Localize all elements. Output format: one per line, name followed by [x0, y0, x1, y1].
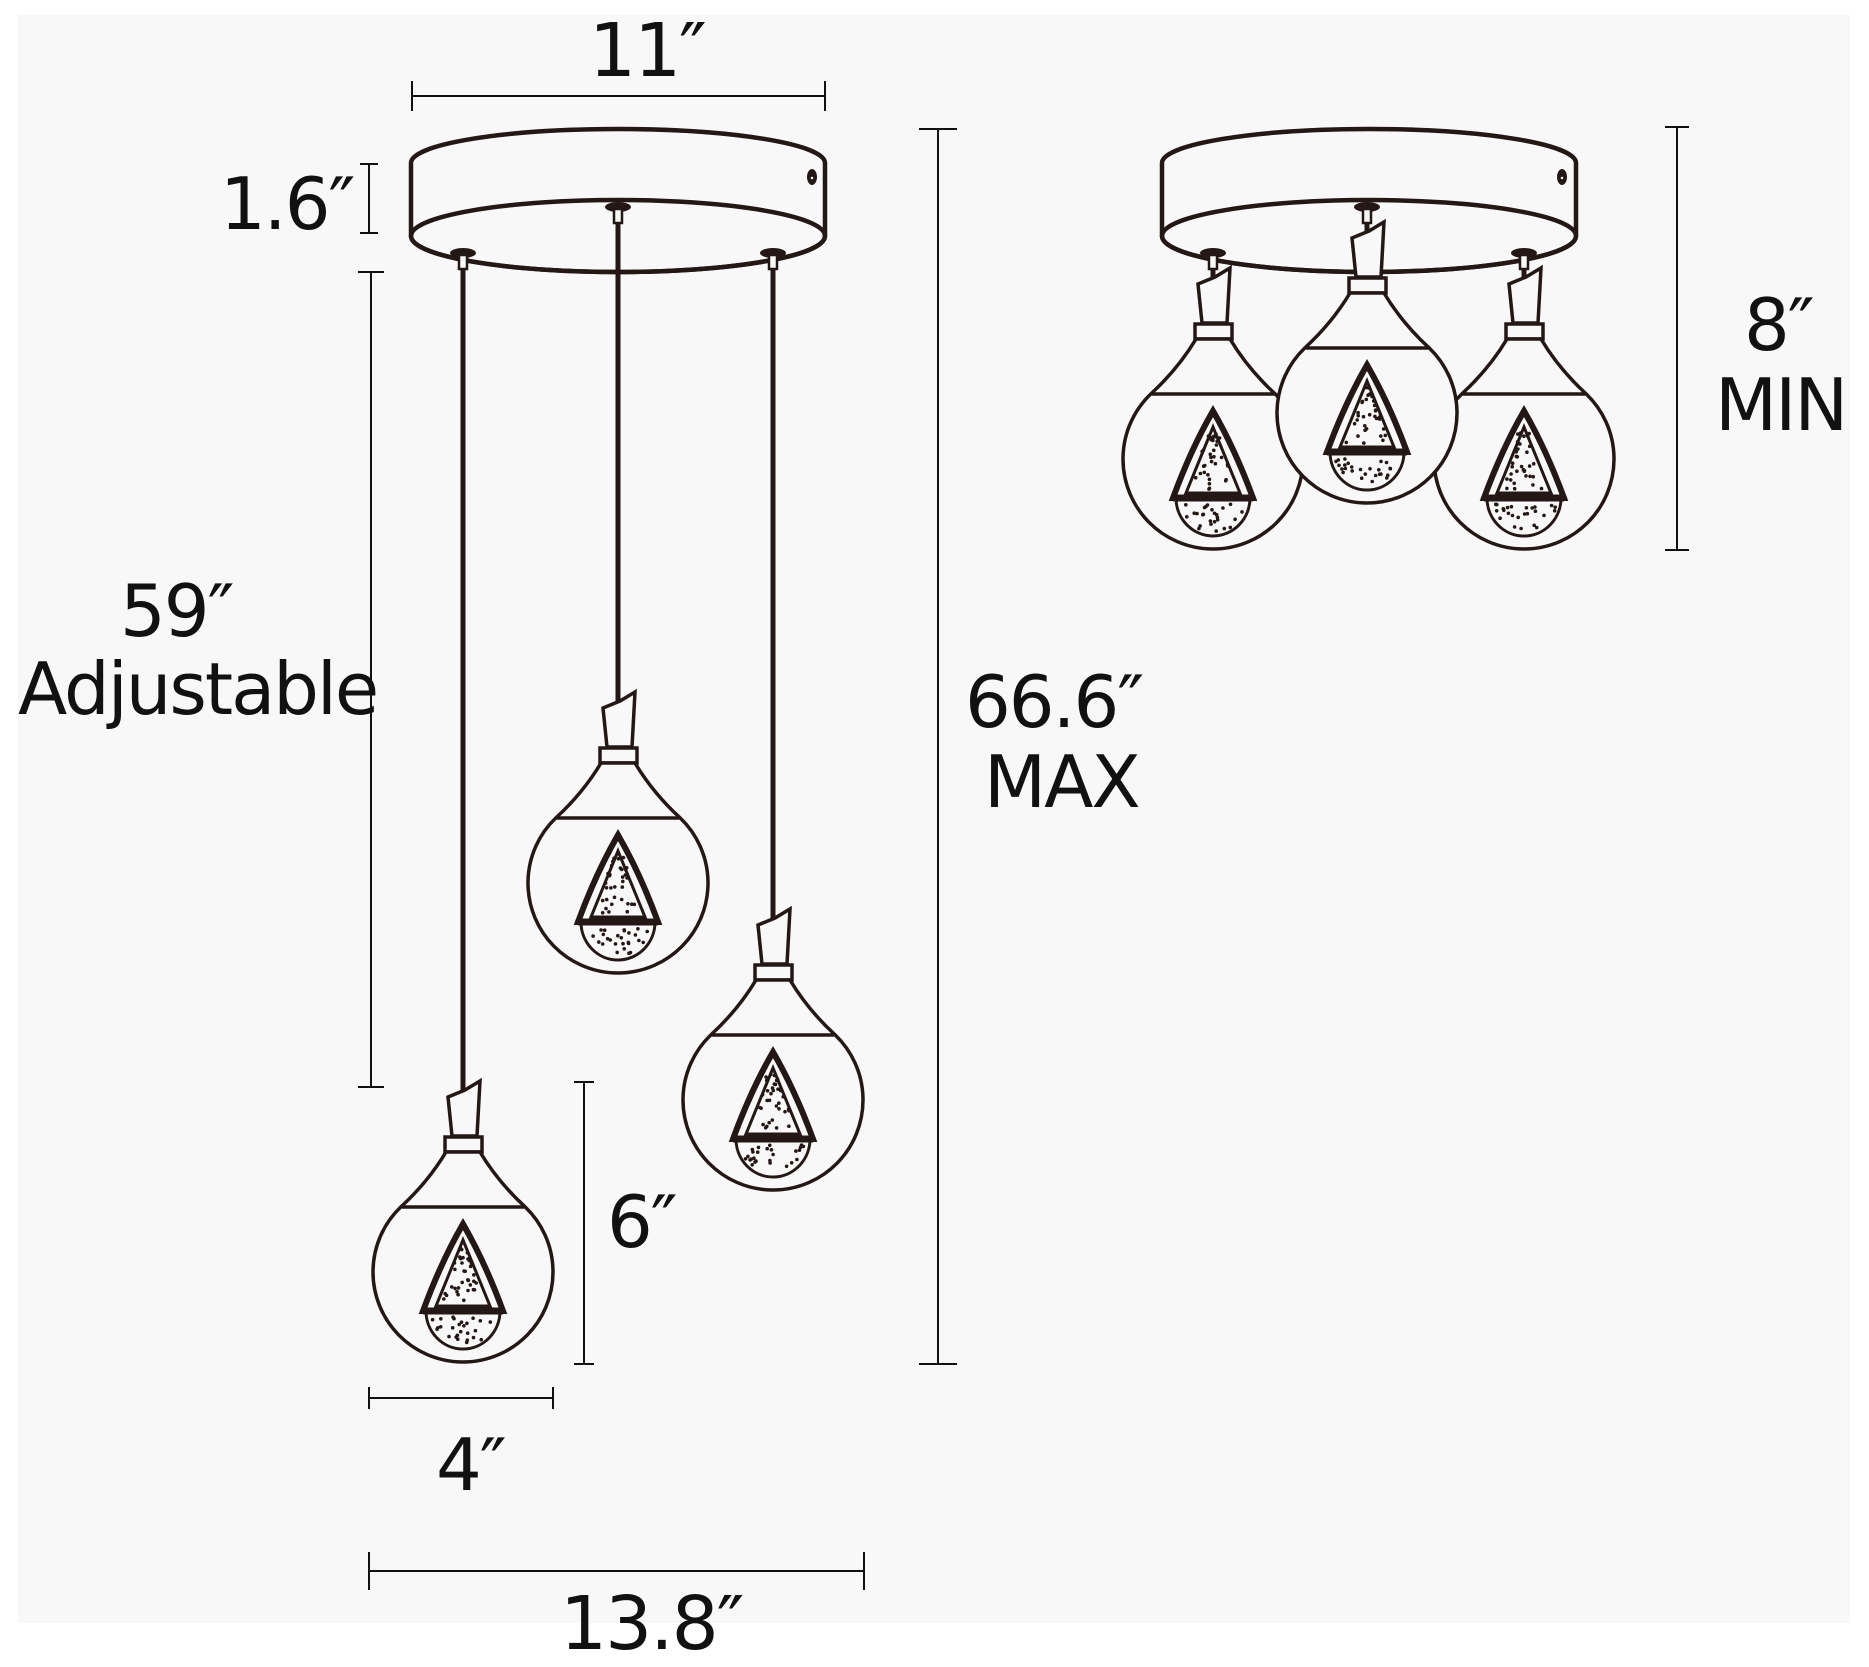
- pendant-connector: [756, 905, 792, 966]
- pendant-width-label: 4″: [436, 1423, 507, 1507]
- cord-length-dimension: [358, 271, 384, 1088]
- pendant-connector: [446, 1077, 482, 1138]
- pendant-height-dimension: [574, 1081, 594, 1365]
- cord-mount: [1354, 202, 1380, 225]
- canopy-screw-dot: [1560, 176, 1564, 180]
- extended-fixture-view: [371, 126, 865, 1364]
- cord-length-note: Adjustable: [18, 647, 379, 731]
- cord-mount: [605, 202, 631, 225]
- pendant-connector: [1507, 264, 1543, 325]
- mount-grip: [457, 253, 469, 271]
- cord-mount: [450, 248, 476, 271]
- mount-grip: [1518, 253, 1530, 271]
- crystal-inner-triangle: [743, 1064, 803, 1136]
- mount-grip: [767, 253, 779, 271]
- pendant-collar: [598, 746, 639, 765]
- crystal-inner-triangle: [1494, 423, 1554, 495]
- canopy-height-label: 1.6″: [220, 162, 355, 246]
- canopy-screw-dot: [810, 176, 814, 180]
- cord-mount: [760, 248, 786, 271]
- cord-mount: [1200, 248, 1226, 271]
- pendant-collar: [1504, 322, 1545, 341]
- overall-width-label: 13.8″: [560, 1581, 744, 1667]
- pendant-center: [1275, 202, 1459, 505]
- pendant-connector: [1350, 218, 1386, 279]
- max-height-note: MAX: [984, 740, 1141, 824]
- max-height-label: 66.6″ MAX: [965, 660, 1144, 824]
- crystal-drop: [579, 920, 657, 962]
- ceiling-canopy: [408, 126, 828, 275]
- overall-width-dimension: [368, 1552, 865, 1590]
- collapsed-fixture-view: [1121, 126, 1616, 551]
- pendant-collar: [1347, 276, 1388, 295]
- min-height-value: 8″: [1744, 283, 1815, 367]
- pendant-collar: [1193, 322, 1234, 341]
- canopy-width-dimension: [411, 81, 826, 111]
- mount-cap: [1354, 202, 1380, 212]
- min-height-dimension: [1665, 126, 1689, 551]
- pendant-height-label: 6″: [607, 1180, 678, 1264]
- mount-cap: [450, 248, 476, 258]
- crystal-drop: [1485, 496, 1563, 538]
- dimension-lines: [358, 81, 1689, 1590]
- cord-length-label: 59″ Adjustable: [18, 569, 379, 728]
- mount-cap: [1200, 248, 1226, 258]
- crystal-bubbles: [743, 1072, 806, 1169]
- mount-grip: [612, 207, 624, 225]
- pendant-collar: [753, 963, 794, 982]
- cord-mount: [1511, 248, 1537, 271]
- min-height-label: 8″ MIN: [1715, 283, 1848, 445]
- min-height-note: MIN: [1715, 363, 1848, 447]
- canopy-height-dimension: [360, 163, 378, 234]
- mount-grip: [1361, 207, 1373, 225]
- pendant-connector: [1196, 264, 1232, 325]
- mount-cap: [605, 202, 631, 212]
- canopy-width-label: 11″: [589, 8, 707, 94]
- crystal-inner-triangle: [1183, 423, 1243, 495]
- mount-cap: [760, 248, 786, 258]
- pendant-connector: [601, 688, 637, 749]
- crystal-drop: [734, 1137, 812, 1179]
- mount-grip: [1207, 253, 1219, 271]
- pendant-left: [1121, 248, 1305, 551]
- crystal-bubbles: [1494, 431, 1557, 531]
- pendant-collar: [443, 1135, 484, 1154]
- max-height-dimension: [919, 128, 957, 1365]
- pendant-left: [371, 248, 555, 1364]
- mount-cap: [1511, 248, 1537, 258]
- diagram-panel: [18, 15, 1850, 1623]
- pendant-center: [526, 202, 710, 975]
- pendant-width-dimension: [368, 1387, 554, 1409]
- crystal-bubbles: [1184, 432, 1244, 533]
- max-height-value: 66.6″: [965, 660, 1144, 744]
- crystal-inner-triangle: [433, 1236, 493, 1308]
- crystal-bubbles: [430, 1246, 493, 1345]
- crystal-bubbles: [1334, 385, 1393, 484]
- cord-length-value: 59″: [120, 569, 235, 653]
- pendant-right: [681, 248, 865, 1192]
- crystal-bubbles: [591, 855, 649, 956]
